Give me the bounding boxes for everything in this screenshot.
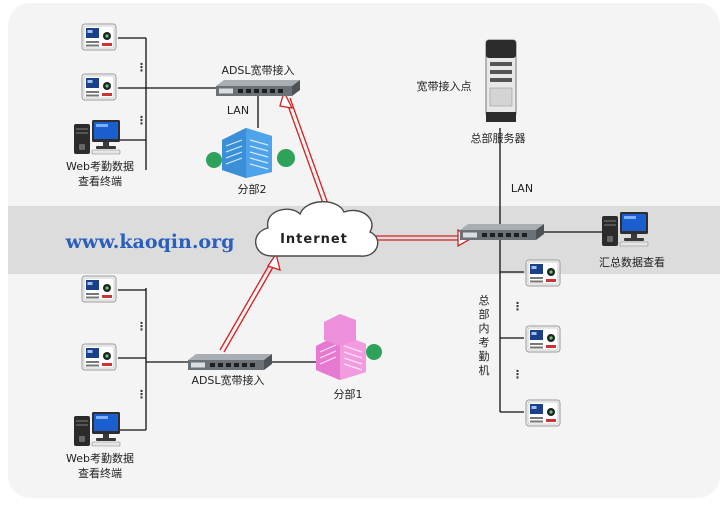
attendance-terminal-icon	[81, 23, 117, 51]
attendance-terminal-icon	[81, 73, 117, 101]
branch1-label: 分部1	[334, 387, 363, 401]
server-tower-icon	[485, 39, 517, 122]
attendance-terminal-icon	[81, 343, 117, 371]
ellipsis: ⋮	[512, 300, 523, 313]
adsl-label: ADSL宽带接入	[221, 63, 294, 77]
branch2-label: 分部2	[238, 182, 267, 196]
web-terminal-label-line1: Web考勤数据	[66, 451, 134, 465]
svg-text:勤: 勤	[479, 350, 490, 363]
office-building-icon	[206, 128, 295, 178]
attendance-terminal-icon	[81, 275, 117, 303]
network-switch-icon	[216, 80, 300, 96]
office-building-icon	[316, 314, 382, 380]
connection-lines	[118, 37, 604, 431]
lan-label: LAN	[227, 104, 249, 117]
ellipsis: ⋮	[136, 320, 147, 333]
ellipsis: ⋮	[136, 388, 147, 401]
network-switch-icon	[188, 354, 272, 370]
svg-text:总: 总	[479, 293, 490, 307]
svg-text:部: 部	[479, 307, 490, 321]
ellipsis: ⋮	[512, 368, 523, 381]
web-terminal-label-line2: 查看终端	[78, 466, 122, 480]
website-text: www.kaoqin.org	[65, 231, 235, 253]
attendance-terminal-icon	[525, 399, 561, 427]
svg-text:考: 考	[479, 336, 490, 349]
ellipsis: ⋮	[136, 114, 147, 127]
ellipsis: ⋮	[136, 61, 147, 74]
hq-attendance-label: 总 部 内 考 勤 机	[479, 293, 490, 377]
cloud-icon	[255, 201, 379, 257]
network-switch-icon	[460, 224, 544, 240]
svg-text:机: 机	[479, 363, 490, 377]
attendance-terminal-icon	[525, 259, 561, 287]
hq-server-label: 总部服务器	[471, 131, 526, 145]
internet-cloud: Internet	[255, 201, 379, 257]
computer-icon	[73, 119, 121, 155]
computer-icon	[73, 411, 121, 447]
web-terminal-label-line2: 查看终端	[78, 174, 122, 188]
summary-view-label: 汇总数据查看	[599, 255, 665, 269]
adsl-label: ADSL宽带接入	[191, 373, 264, 387]
computer-icon	[601, 211, 649, 247]
broadband-point-label: 宽带接入点	[417, 79, 472, 93]
attendance-terminal-icon	[525, 325, 561, 353]
web-terminal-label-line1: Web考勤数据	[66, 159, 134, 173]
internet-label: Internet	[280, 232, 348, 247]
svg-text:内: 内	[479, 321, 490, 335]
lan-label: LAN	[511, 182, 533, 195]
